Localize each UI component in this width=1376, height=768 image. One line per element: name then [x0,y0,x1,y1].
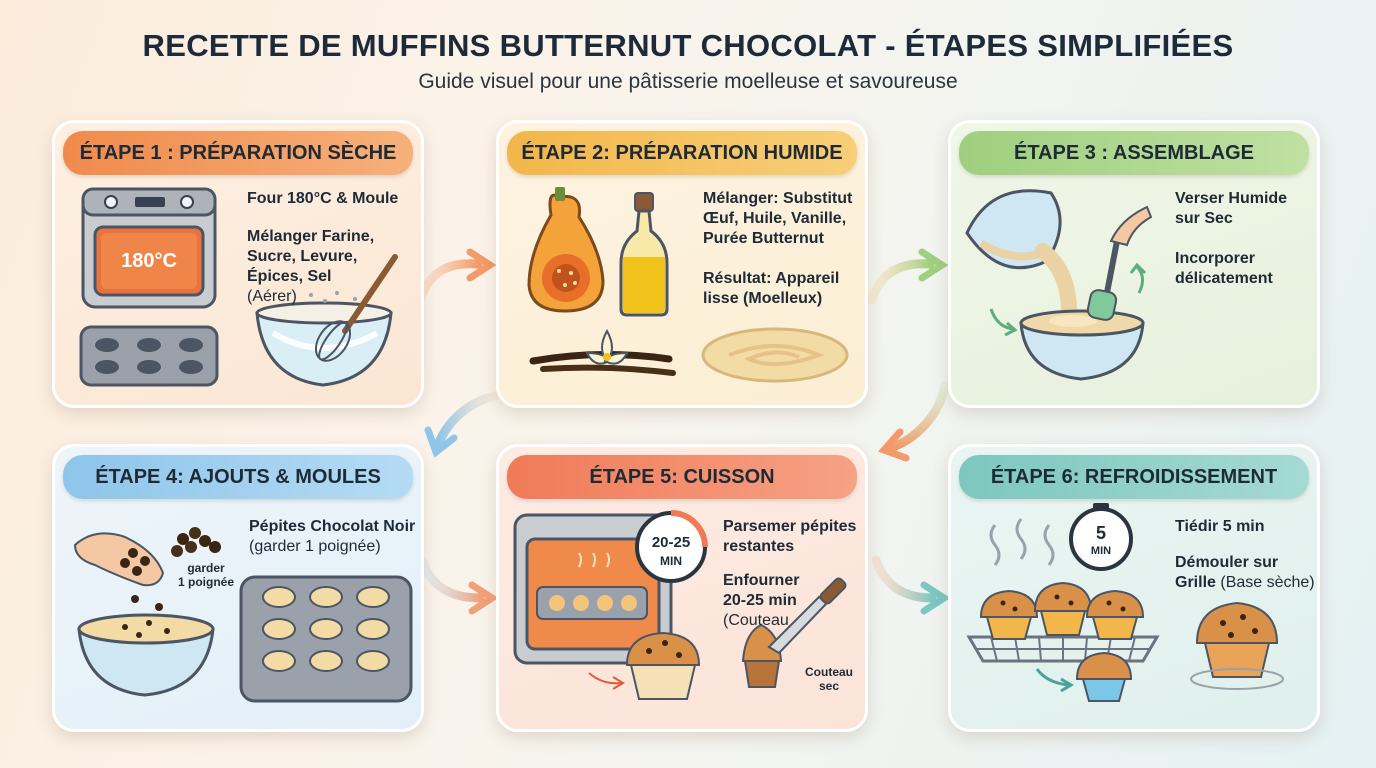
step-2-line-2: Œuf, Huile, Vanille, [703,210,847,227]
arrow-2-to-3 [867,248,949,305]
step-1-line-3: Sucre, Levure, [247,248,358,265]
step-2-illustration [527,187,849,383]
step-4-line-1: Pépites Chocolat Noir [249,518,416,535]
oil-bottle-icon [619,192,669,317]
step-1-line-4: Épices, Sel [247,268,332,285]
step-1-card: ÉTAPE 1 : PRÉPARATION SÈCHE [52,120,424,408]
mixing-bowl-icon [1019,309,1145,381]
step-6-card: ÉTAPE 6: REFROIDISSEMENT [948,444,1320,732]
timer-icon [635,510,708,583]
step-6-line-3: Grille (Base sèche) [1175,573,1315,593]
oven-baking-icon [513,513,673,665]
arrow-5-to-6 [871,555,951,615]
step-2-line-5: lisse (Moelleux) [703,290,823,307]
step-5-title: ÉTAPE 5: CUISSON [507,455,857,499]
step-1-title: ÉTAPE 1 : PRÉPARATION SÈCHE [63,131,413,175]
muffin-icon [625,631,701,700]
timer-icon [1069,503,1133,571]
arrow-4-to-5 [417,555,499,615]
page-subtitle: Guide visuel pour une pâtisserie moelleu… [418,70,958,93]
arrow-2-to-4 [424,390,505,458]
step-3-title: ÉTAPE 3 : ASSEMBLAGE [959,131,1309,175]
step-3-line-1: Verser Humide [1175,190,1288,207]
step-2-line-4: Résultat: Appareil [703,270,840,287]
step-5-illustration [513,510,847,700]
oven-icon [81,187,217,309]
spatula-icon [1086,205,1153,321]
knife-note-1: Couteau [805,665,853,679]
chocolate-chips-icon [171,527,221,557]
knife-note-2: sec [818,679,840,693]
butternut-icon [527,187,605,313]
oven-temp: 180°C [121,250,177,272]
knife-icon [741,577,847,688]
step-1-line-2: Mélanger Farine, [247,228,375,245]
step-4-note-2: 1 poignée [177,575,234,589]
step-5-card: ÉTAPE 5: CUISSON 20-25 MIN [496,444,868,732]
hand-chocolate-icon [73,532,165,587]
batter-bowl-icon [77,595,215,697]
step-5-line-4: 20-25 min [723,592,797,609]
filled-muffin-tin-icon [239,575,413,703]
step-5-line-5: (Couteau [723,612,789,629]
step-6-title: ÉTAPE 6: REFROIDISSEMENT [959,455,1309,499]
timer-unit: MIN [660,554,682,568]
whisk-bowl-icon [255,254,398,387]
timer-unit: MIN [1090,545,1112,557]
page-title: RECETTE DE MUFFINS BUTTERNUT CHOCOLAT - … [142,28,1234,63]
step-1-illustration [79,187,398,387]
timer-value: 20-25 [651,534,691,551]
step-2-line-1: Mélanger: Substitut [703,190,853,207]
arrow-1-to-2 [415,248,497,305]
step-6-line-3-note: (Base sèche) [1220,574,1315,591]
step-4-line-2: (garder 1 poignée) [249,538,381,555]
step-3-line-4: délicatement [1175,270,1273,287]
muffin-tin-icon [79,325,219,387]
arrow-3-to-5 [877,380,950,462]
step-4-note-1: garder [187,561,225,575]
step-6-line-3-bold: Grille [1175,574,1216,591]
step-3-illustration [965,189,1153,381]
step-6-line-1: Tiédir 5 min [1175,518,1265,535]
step-4-illustration [73,527,413,703]
step-2-title: ÉTAPE 2: PRÉPARATION HUMIDE [507,131,857,175]
step-4-title: ÉTAPE 4: AJOUTS & MOULES [63,455,413,499]
step-3-line-3: Incorporer [1175,250,1256,267]
step-6-line-2: Démouler sur [1175,554,1279,571]
step-1-line-1: Four 180°C & Moule [247,190,399,207]
step-3-line-2: sur Sec [1175,210,1233,227]
batter-icon [701,327,849,383]
pouring-bowl-icon [965,189,1078,327]
step-3-card: ÉTAPE 3 : ASSEMBLAGE Verser Humide sur S… [948,120,1320,408]
step-5-line-1: Parsemer pépites [723,518,857,535]
step-5-line-3: Enfourner [723,572,800,589]
vanilla-icon [529,328,676,376]
step-2-line-3: Purée Butternut [703,230,824,247]
step-5-line-2: restantes [723,538,795,555]
step-1-line-5: (Aérer) [247,288,297,305]
timer-value: 5 [1095,523,1106,543]
step-4-card: ÉTAPE 4: AJOUTS & MOULES [52,444,424,732]
step-2-card: ÉTAPE 2: PRÉPARATION HUMIDE Mélan [496,120,868,408]
muffin-icon [979,581,1284,702]
step-6-illustration [966,503,1284,702]
cooling-rack-icon [966,635,1160,663]
